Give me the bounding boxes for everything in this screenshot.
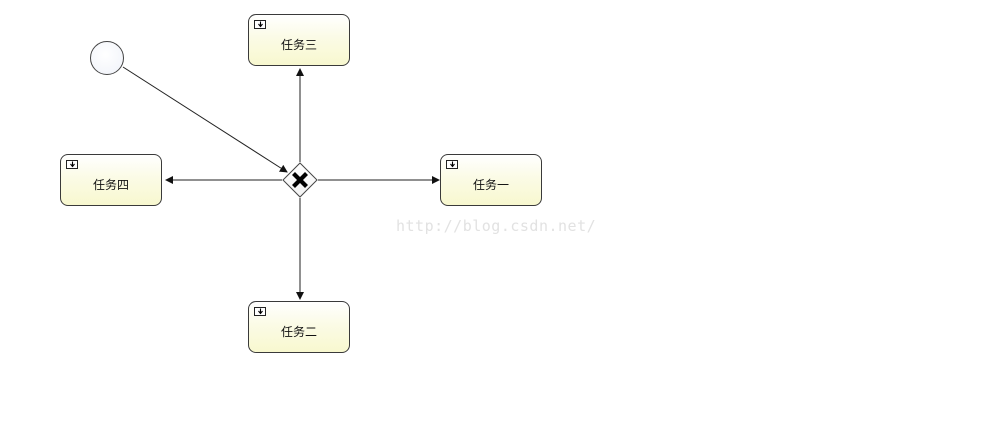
task-two[interactable]: 任务二 (248, 301, 350, 353)
task-four[interactable]: 任务四 (60, 154, 162, 206)
user-task-icon (446, 160, 458, 169)
task-one[interactable]: 任务一 (440, 154, 542, 206)
task-two-label: 任务二 (280, 325, 317, 339)
user-task-icon (254, 20, 266, 29)
user-task-icon (254, 307, 266, 316)
exclusive-gateway[interactable] (282, 162, 318, 198)
task-three-label: 任务三 (280, 38, 317, 52)
task-three[interactable]: 任务三 (248, 14, 350, 66)
watermark: http://blog.csdn.net/ (396, 217, 597, 235)
user-task-icon (66, 160, 78, 169)
start-event[interactable] (90, 41, 124, 75)
task-four-label: 任务四 (92, 178, 129, 192)
exclusive-gateway-x-icon (282, 162, 318, 198)
flow-start-to-gateway[interactable] (122, 66, 288, 173)
task-one-label: 任务一 (472, 178, 509, 192)
